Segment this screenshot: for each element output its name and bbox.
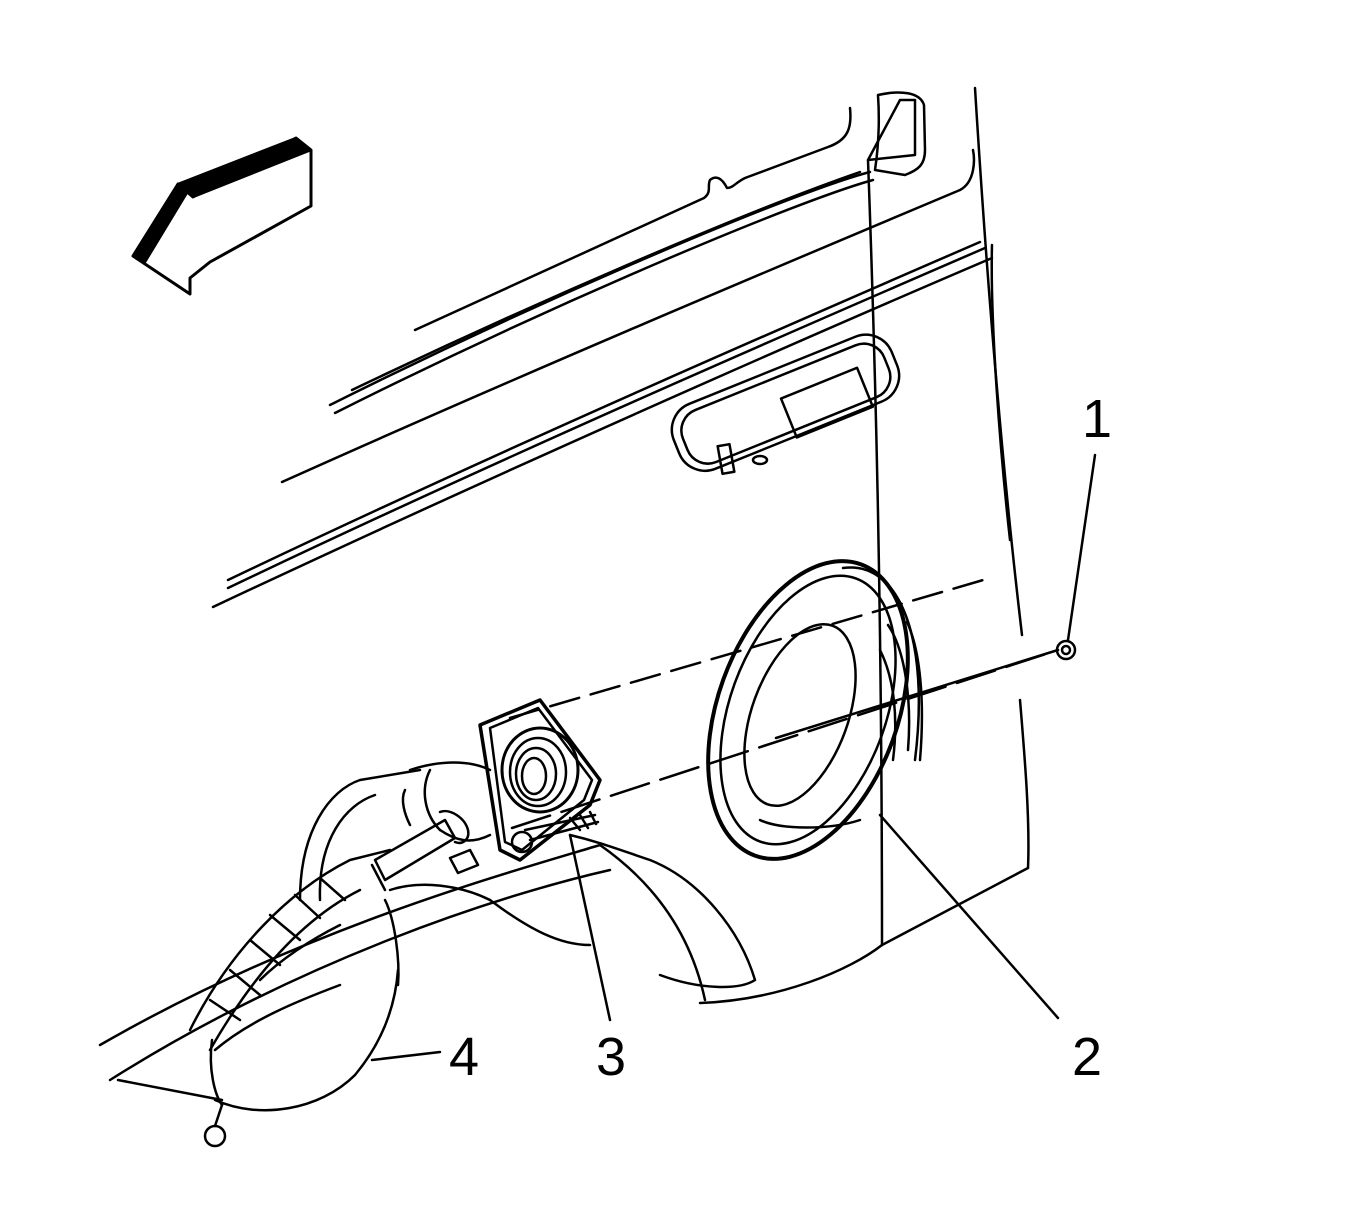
callout-1: 1: [1082, 389, 1113, 449]
fuel-filler-pipe: [98, 761, 612, 1148]
body-side-panel: [211, 86, 1030, 1005]
filler-neck-bracket: [478, 698, 602, 862]
alignment-lines: [508, 576, 1060, 830]
callout-2: 2: [1072, 1027, 1103, 1087]
fastener-screw: [1055, 639, 1077, 661]
callout-3: 3: [596, 1027, 627, 1087]
forward-arrow-icon: [131, 136, 313, 296]
callout-leaders: [370, 453, 1097, 1062]
fuel-door-housing: [706, 559, 924, 861]
callout-4: 4: [449, 1027, 480, 1087]
